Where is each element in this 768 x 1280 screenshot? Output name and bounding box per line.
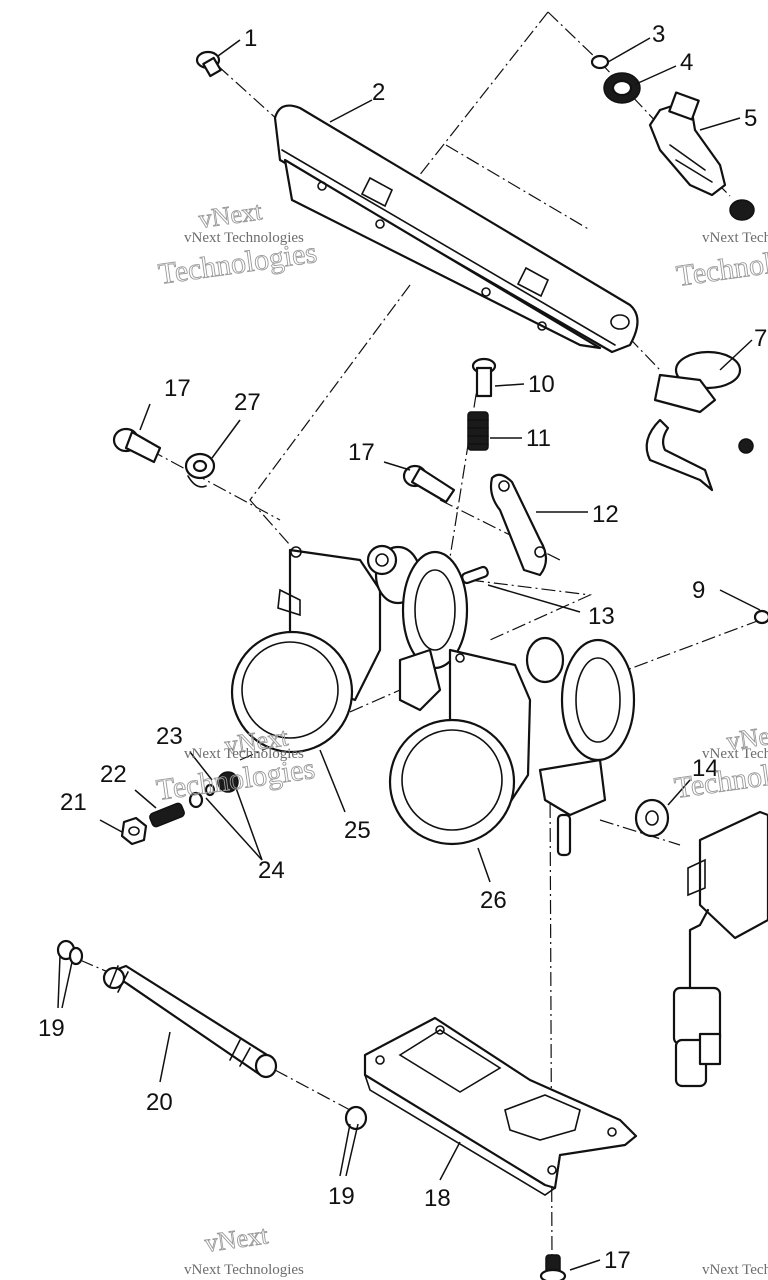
callout-11: 11 bbox=[526, 425, 551, 452]
watermark-text: vNext bbox=[203, 1220, 271, 1258]
callout-20: 20 bbox=[146, 1089, 173, 1116]
part-9-fitting bbox=[753, 609, 768, 625]
part-10-screw bbox=[471, 357, 497, 398]
throttle-body-right bbox=[388, 636, 636, 857]
callout-14: 14 bbox=[692, 755, 719, 782]
part-11-spring bbox=[467, 411, 489, 451]
part-4-cap bbox=[603, 72, 641, 104]
callout-10: 10 bbox=[528, 371, 555, 398]
part-12-bracket bbox=[489, 473, 548, 577]
throttle-position-sensor bbox=[672, 810, 768, 1088]
watermark-top-right: vNext Technologies Technologies bbox=[674, 230, 768, 293]
callout-17-left: 17 bbox=[164, 375, 191, 402]
callout-23: 23 bbox=[156, 723, 183, 750]
callout-17-bottom: 17 bbox=[604, 1247, 631, 1274]
watermark-text: vNext Technologies bbox=[702, 1262, 768, 1278]
callout-12: 12 bbox=[592, 501, 619, 528]
part-21-nut bbox=[120, 816, 148, 846]
callout-26: 26 bbox=[480, 887, 507, 914]
part-23-screw bbox=[188, 771, 239, 809]
part-14-washer bbox=[634, 798, 670, 838]
part-3-o-ring bbox=[590, 54, 610, 70]
part-18-mounting-plate bbox=[363, 1016, 638, 1196]
part-19-clip-top bbox=[56, 939, 84, 966]
callout-17-middle: 17 bbox=[348, 439, 375, 466]
part-17-bolt-left bbox=[112, 427, 162, 464]
part-17-bolt-middle bbox=[402, 464, 456, 504]
part-13-pin bbox=[461, 565, 489, 585]
callout-24: 24 bbox=[258, 857, 285, 884]
watermark-text: vNext Technologies bbox=[702, 746, 768, 762]
callout-22: 22 bbox=[100, 761, 127, 788]
watermark-text: Technologies bbox=[674, 238, 768, 293]
callout-19-bottom: 19 bbox=[328, 1183, 355, 1210]
callout-7: 7 bbox=[754, 325, 767, 352]
watermark-text: vNext Technologies bbox=[184, 1262, 304, 1278]
callout-21: 21 bbox=[60, 789, 87, 816]
callout-3: 3 bbox=[652, 21, 665, 48]
part-17-bolt-bottom bbox=[539, 1254, 567, 1280]
part-7-pressure-regulator bbox=[645, 350, 754, 492]
watermark-text: vNext bbox=[197, 196, 265, 234]
part-20-shaft bbox=[102, 964, 278, 1079]
callout-9: 9 bbox=[692, 577, 705, 604]
callout-labels: 1 2 3 4 5 7 9 10 11 12 13 14 17 17 17 18… bbox=[38, 21, 767, 1274]
callout-4: 4 bbox=[680, 49, 693, 76]
part-27-clamp bbox=[184, 452, 216, 488]
callout-leaders bbox=[57, 37, 761, 1271]
part-1-screw bbox=[195, 50, 222, 78]
watermark-bottom: vNext vNext Technologies vNext Technolog… bbox=[184, 1220, 768, 1278]
callout-27: 27 bbox=[234, 389, 261, 416]
callout-19-top: 19 bbox=[38, 1015, 65, 1042]
watermark-middle-right: vNext vNext Technologies Technologies bbox=[672, 718, 768, 806]
callout-18: 18 bbox=[424, 1185, 451, 1212]
watermark-text: vNext Technologies bbox=[184, 746, 304, 762]
callout-2: 2 bbox=[372, 79, 385, 106]
watermark-text: vNext Technologies bbox=[702, 230, 768, 246]
part-19-clip-bottom bbox=[344, 1105, 368, 1131]
watermark-top-left: vNext vNext Technologies Technologies bbox=[156, 196, 319, 292]
part-2-fuel-rail bbox=[273, 104, 639, 354]
callout-1: 1 bbox=[244, 25, 257, 52]
callout-13: 13 bbox=[588, 603, 615, 630]
callout-5: 5 bbox=[744, 105, 757, 132]
throttle-body-left bbox=[230, 544, 469, 754]
part-22-spring bbox=[149, 802, 185, 828]
part-5-injector bbox=[648, 91, 755, 221]
watermark-text: vNext Technologies bbox=[184, 230, 304, 246]
callout-25: 25 bbox=[344, 817, 371, 844]
